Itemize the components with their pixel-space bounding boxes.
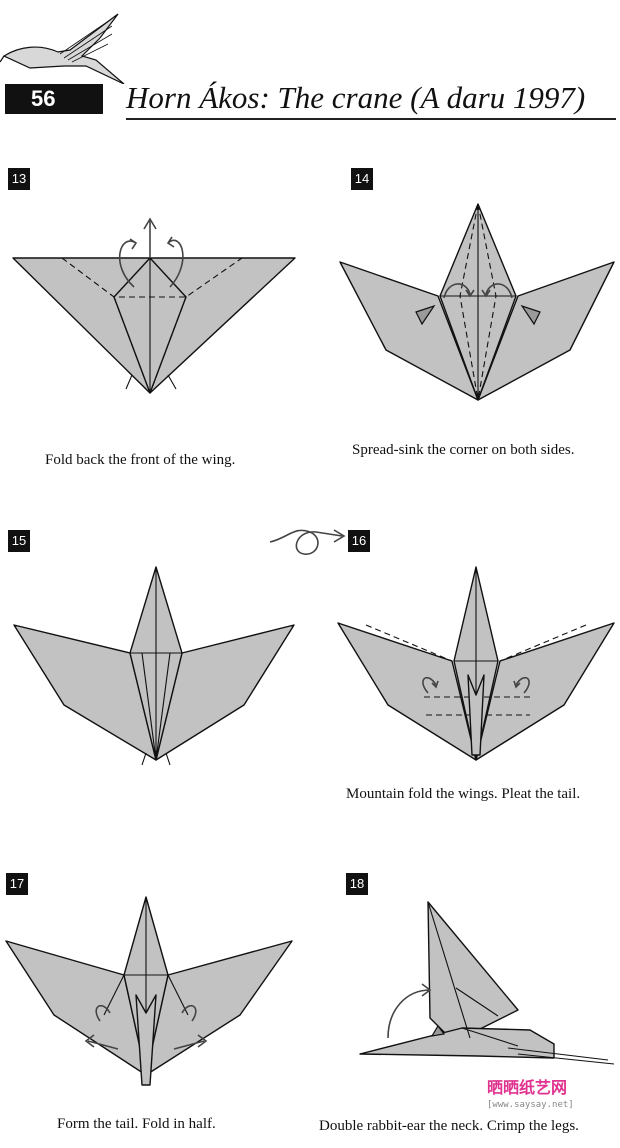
step-18-diagram <box>359 901 615 1065</box>
page-number: 56 <box>5 84 103 114</box>
step-14-badge: 14 <box>351 168 373 190</box>
step-14-diagram <box>339 203 615 401</box>
step-17-caption: Form the tail. Fold in half. <box>57 1116 216 1132</box>
rotate-icon <box>269 529 346 555</box>
step-16-caption: Mountain fold the wings. Pleat the tail. <box>346 786 581 802</box>
step-15-badge: 15 <box>8 530 30 552</box>
page-title: Horn Ákos: The crane (A daru 1997) <box>126 80 586 115</box>
title-underline <box>126 118 616 120</box>
step-16-badge: 16 <box>348 530 370 552</box>
step-18-badge: 18 <box>346 873 368 895</box>
step-17-badge: 17 <box>6 873 28 895</box>
step-13-badge: 13 <box>8 168 30 190</box>
watermark-url: [www.saysay.net] <box>487 1100 574 1110</box>
watermark: 晒晒纸艺网 [www.saysay.net] <box>487 1074 597 1110</box>
crane-logo <box>0 13 125 84</box>
step-15-diagram <box>13 566 295 766</box>
step-16-diagram <box>337 566 615 761</box>
step-13-diagram <box>12 217 296 394</box>
step-17-diagram <box>5 896 293 1086</box>
watermark-text: 晒晒纸艺网 <box>487 1078 568 1097</box>
step-13-caption: Fold back the front of the wing. <box>45 452 236 468</box>
step-18-caption: Double rabbit-ear the neck. Crimp the le… <box>319 1118 579 1134</box>
step-14-caption: Spread-sink the corner on both sides. <box>352 442 575 458</box>
